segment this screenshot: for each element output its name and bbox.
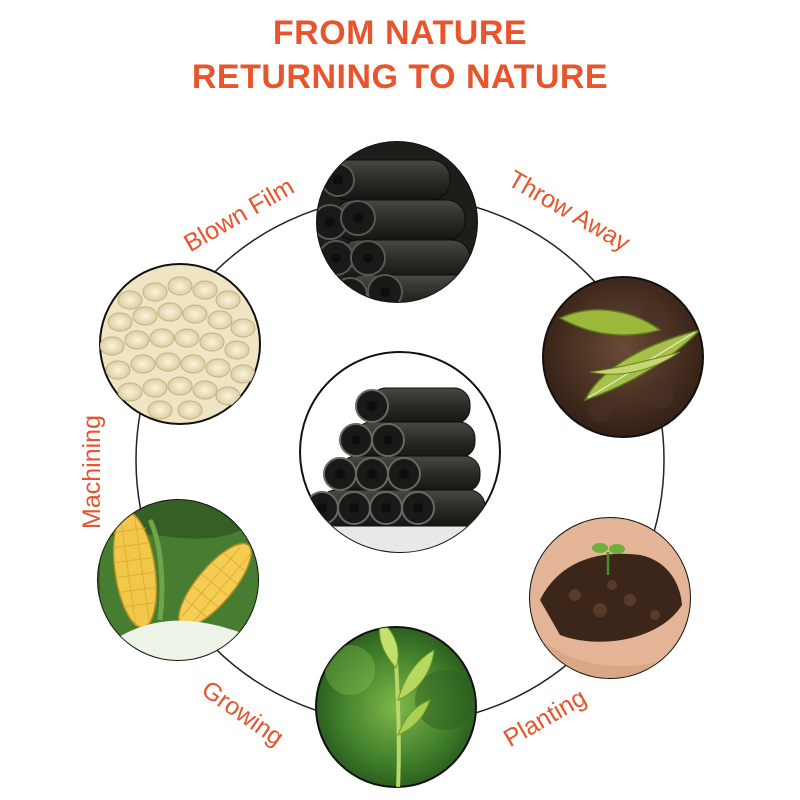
label-machining: Machining bbox=[78, 415, 106, 529]
leaf-on-soil-icon bbox=[542, 276, 704, 438]
seedling-icon bbox=[315, 626, 477, 788]
label-throw-away: Throw Away bbox=[503, 165, 635, 257]
corn-icon bbox=[97, 499, 259, 661]
title-line-2: RETURNING TO NATURE bbox=[191, 58, 609, 96]
soil-in-hands-icon bbox=[529, 517, 691, 679]
bag-roll-pyramid-icon bbox=[299, 351, 501, 553]
bag-rolls-icon bbox=[316, 141, 478, 303]
label-planting: Planting bbox=[499, 683, 591, 752]
title-line-1: FROM NATURE bbox=[272, 14, 528, 52]
label-growing: Growing bbox=[196, 675, 288, 751]
pellets-icon bbox=[99, 263, 261, 425]
label-blown-film: Blown Film bbox=[179, 172, 299, 257]
